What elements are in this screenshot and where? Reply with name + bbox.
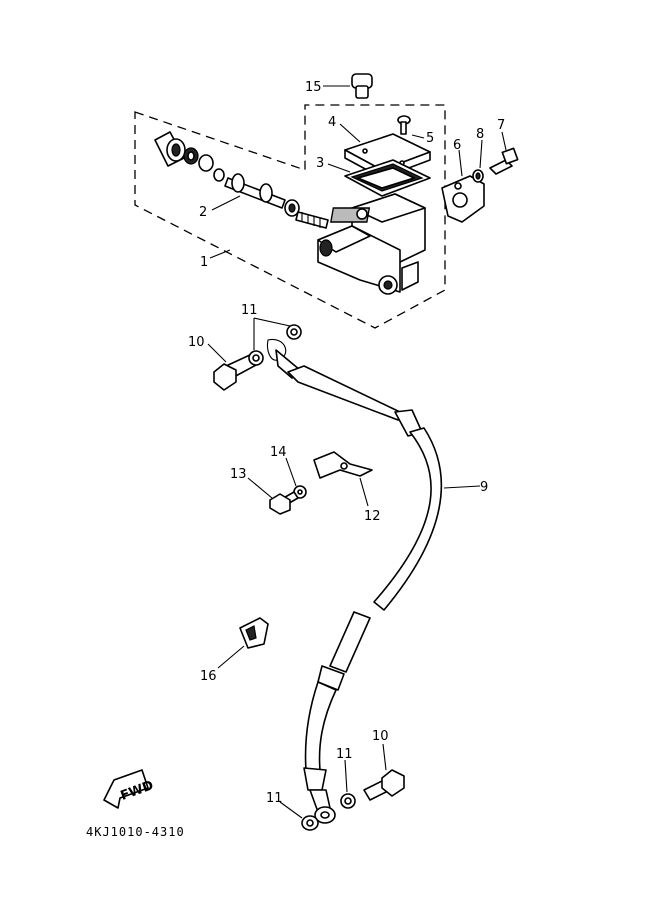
part-2-piston-kit[interactable] [154, 131, 329, 229]
callout-5: 5 [426, 131, 434, 146]
leader-lines [207, 85, 507, 819]
diagram-code: 4KJ1010-4310 [86, 825, 185, 839]
part-11-washer-bottom[interactable] [301, 815, 319, 831]
callout-13: 13 [230, 467, 247, 482]
callout-11-lower-middle: 11 [336, 747, 353, 762]
assembly-group-outline [134, 104, 446, 329]
callout-12: 12 [364, 509, 381, 524]
part-8-washer[interactable] [472, 169, 484, 183]
callout-4: 4 [328, 115, 336, 130]
part-3-diaphragm[interactable] [344, 159, 431, 197]
part-6-holder[interactable] [441, 175, 485, 223]
part-1-master-cylinder-body[interactable] [317, 193, 426, 295]
callout-6: 6 [453, 138, 461, 153]
callout-14: 14 [270, 445, 287, 460]
callout-2: 2 [199, 205, 207, 220]
callout-10-bottom: 10 [372, 729, 389, 744]
part-14-washer[interactable] [293, 485, 307, 499]
part-15-cap-plug[interactable] [351, 73, 373, 99]
part-10-union-bolt-top[interactable] [213, 350, 264, 391]
part-5-cap-screw[interactable] [397, 115, 411, 135]
callout-11-bottom: 11 [266, 791, 283, 806]
callout-11-top: 11 [241, 303, 258, 318]
fwd-arrow-icon: FWD [103, 769, 156, 809]
part-7-bolt[interactable] [489, 147, 519, 175]
part-13-bolt[interactable] [269, 491, 299, 515]
callout-7: 7 [497, 118, 505, 133]
callout-15: 15 [305, 80, 322, 95]
callout-3: 3 [316, 156, 324, 171]
callout-8: 8 [476, 127, 484, 142]
callout-10-top: 10 [188, 335, 205, 350]
part-16-clip[interactable] [239, 617, 269, 649]
part-11-washer-lower-middle[interactable] [340, 793, 356, 809]
part-9-brake-hose[interactable] [266, 338, 443, 824]
callout-9: 9 [480, 480, 488, 495]
part-10-union-bolt-bottom[interactable] [363, 769, 405, 801]
part-11-washer-top[interactable] [286, 324, 302, 340]
callout-1: 1 [200, 255, 208, 270]
part-12-hose-holder[interactable] [313, 451, 373, 479]
callout-labels: 15 4 5 3 6 8 7 2 1 11 10 9 14 13 12 16 1… [188, 80, 505, 806]
callout-16: 16 [200, 669, 217, 684]
